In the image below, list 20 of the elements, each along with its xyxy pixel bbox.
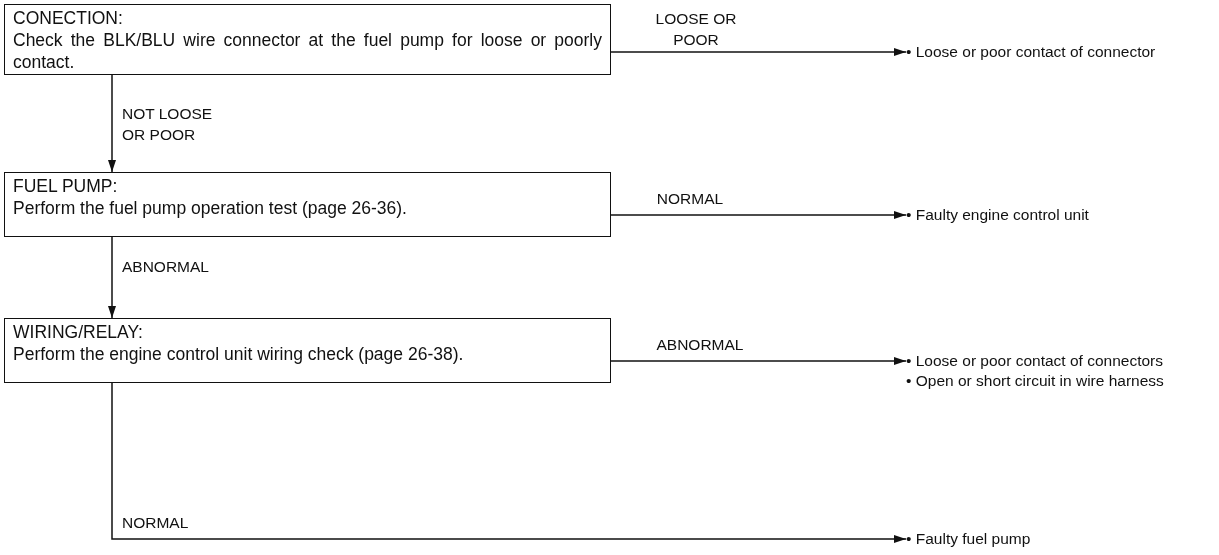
step-description: Perform the fuel pump operation test (page 26-36).	[13, 197, 408, 219]
process-box	[4, 318, 611, 383]
result-text: • Faulty engine control unit	[906, 205, 1090, 225]
process-box	[4, 172, 611, 237]
arrow	[610, 357, 907, 365]
arrow	[610, 211, 907, 219]
step-description: Check the BLK/BLU wire connector at the fuel pump for loose or poorly contact.	[13, 29, 602, 73]
arrow	[108, 74, 116, 173]
result-text: • Loose or poor contact of connectors	[906, 351, 1165, 371]
result-text: • Loose or poor contact of connector	[906, 42, 1157, 62]
arrow	[111, 382, 907, 543]
result-text: • Faulty fuel pump	[906, 529, 1032, 549]
step-heading: WIRING/RELAY:	[13, 321, 144, 343]
step-description: Perform the engine control unit wiring check (page 26-38).	[13, 343, 465, 365]
result-text: • Open or short circuit in wire harness	[906, 371, 1165, 391]
step-heading: CONECTION:	[13, 7, 124, 29]
arrow	[108, 236, 116, 319]
arrow	[610, 48, 907, 56]
process-box	[4, 4, 611, 75]
step-heading: FUEL PUMP:	[13, 175, 119, 197]
